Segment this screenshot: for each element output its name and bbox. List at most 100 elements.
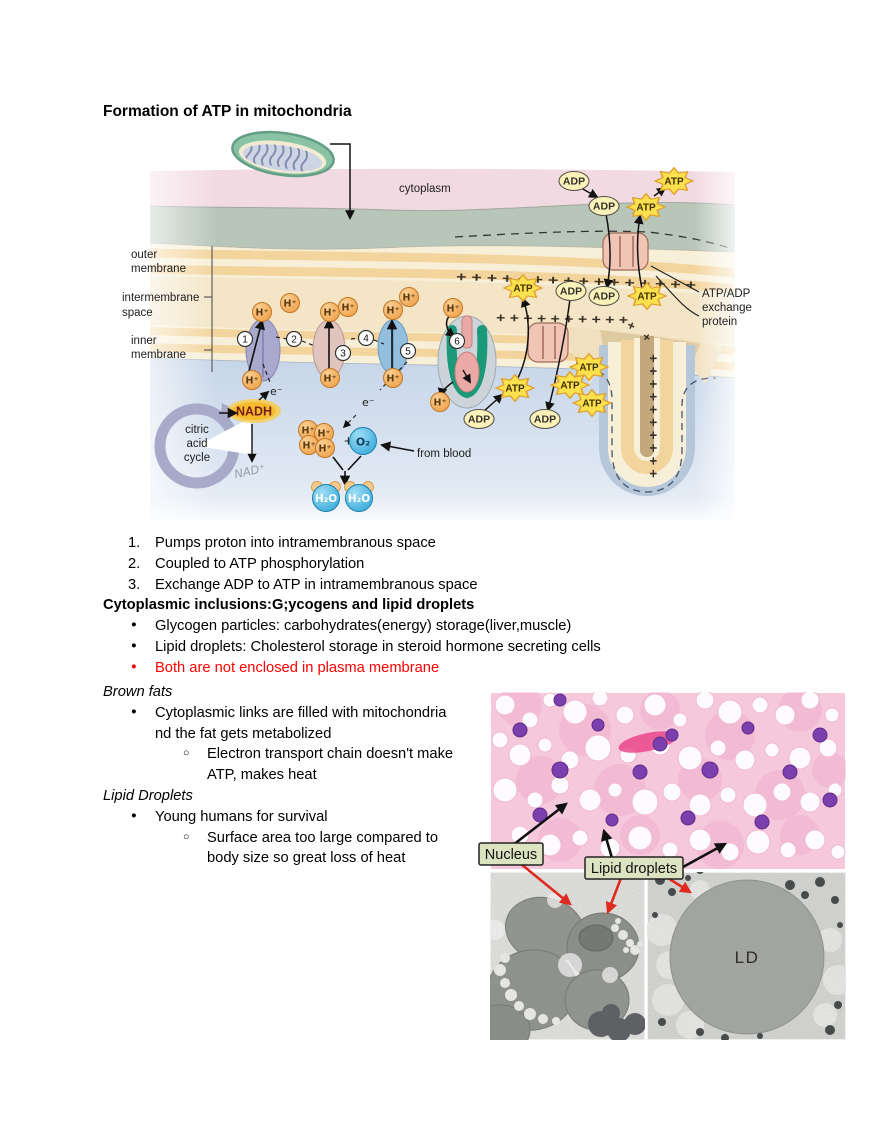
outer-membrane-label2: membrane: [131, 263, 186, 275]
atp-mitochondria-diagram: outer membrane intermembrane space inner…: [115, 130, 752, 542]
bullet-text-red: Both are not enclosed in plasma membrane: [155, 659, 440, 676]
bullet-icon: ●: [131, 639, 137, 651]
page-title: Formation of ATP in mitochondria: [103, 103, 352, 120]
h-plus-ion: H⁺: [383, 368, 403, 388]
right-fade: [694, 160, 746, 542]
h-plus-ion: H⁺: [315, 438, 335, 458]
electron-label: e⁻: [362, 396, 375, 409]
bullet-icon: ●: [131, 705, 137, 717]
complex-number-badges: 1 2 3 4 5 6: [236, 329, 466, 362]
svg-text:H⁺: H⁺: [387, 374, 400, 385]
h2o-molecule: H₂O: [311, 481, 341, 512]
svg-text:ATP: ATP: [579, 363, 599, 374]
numbered-item-1: 1. Pumps proton into intramembranous spa…: [103, 533, 703, 554]
svg-text:H⁺: H⁺: [434, 398, 447, 409]
h-plus-ion: H⁺: [242, 370, 262, 390]
exchange-protein-label2: exchange: [702, 302, 752, 314]
h-plus-ion: H⁺: [338, 297, 358, 317]
inclusions-header: Cytoplasmic inclusions:G;ycogens and lip…: [103, 597, 475, 614]
atp-token: ATP: [572, 389, 612, 417]
numbered-item-3: 3. Exchange ADP to ATP in intramembranou…: [103, 575, 703, 596]
svg-text:H⁺: H⁺: [246, 376, 259, 387]
nucleus-annotation-box: Nucleus: [478, 842, 544, 866]
svg-text:H⁺: H⁺: [303, 441, 316, 452]
complex-number-1: 1: [242, 335, 248, 346]
sub-bullet-electron-chain: ○ Electron transport chain doesn't make …: [103, 744, 455, 786]
citric-cycle-label2: acid: [186, 438, 207, 450]
bullet-icon: ●: [131, 619, 137, 631]
cytoplasm-label: cytoplasm: [399, 183, 451, 195]
adp-token: ADP: [588, 195, 620, 217]
sub-bullet-text: Surface area too large compared to body …: [207, 829, 439, 867]
h-plus-ion: H⁺: [320, 368, 340, 388]
proton-pump-arrows: [248, 317, 398, 372]
svg-text:H⁺: H⁺: [324, 308, 337, 319]
complex-number-3: 3: [340, 349, 346, 360]
nadh-label: NADH: [236, 405, 272, 419]
svg-text:ADP: ADP: [560, 286, 582, 298]
h-plus-ion: H⁺: [252, 302, 272, 322]
numbered-item-text: Pumps proton into intramembranous space: [155, 535, 436, 551]
svg-text:H⁺: H⁺: [403, 293, 416, 304]
electron-path: [262, 336, 408, 429]
h-plus-ion: H⁺: [430, 392, 450, 412]
complex-number-5: 5: [405, 347, 411, 358]
atp-tokens: ATP ATP ATP ATP ATP ATP ATP ATP: [495, 167, 694, 417]
inner-membrane-label: inner: [131, 335, 157, 347]
h-plus-ion: H⁺: [443, 298, 463, 318]
bullet-text: Cytoplasmic links are filled with mitoch…: [155, 704, 447, 742]
h-plus-ion: H⁺: [383, 300, 403, 320]
adp-token: ADP: [588, 285, 620, 307]
svg-text:ADP: ADP: [534, 414, 556, 426]
citric-cycle-label3: cycle: [184, 452, 210, 464]
bullet-item-lipid: ● Lipid droplets: Cholesterol storage in…: [103, 637, 703, 658]
nad-plus-label: NAD⁺: [233, 461, 267, 481]
exchange-protein-label3: protein: [702, 316, 737, 328]
list-number: 2.: [128, 555, 141, 572]
svg-text:ATP: ATP: [582, 399, 602, 410]
histology-nuclei: [512, 693, 838, 830]
charge-column-crista: + + + + + + + + + +: [646, 354, 661, 478]
histology-lipid-droplets: [491, 692, 846, 862]
svg-text:H⁺: H⁺: [324, 374, 337, 385]
nadh-group: NADH NAD⁺: [219, 390, 281, 481]
atp-token: ATP: [626, 193, 666, 221]
atp-token: ATP: [627, 282, 667, 310]
nucleus-label: Nucleus: [485, 847, 537, 863]
bullet-item-glycogen: ● Glycogen particles: carbohydrates(ener…: [103, 616, 703, 637]
svg-text:O₂: O₂: [356, 436, 370, 449]
sub-bullet-text: Electron transport chain doesn't make AT…: [207, 746, 454, 784]
svg-text:H⁺: H⁺: [256, 308, 269, 319]
em-image-right: LD: [646, 871, 847, 1041]
reaction-plus-sign: +: [344, 433, 353, 450]
complex-number-4: 4: [363, 334, 369, 345]
bullet-icon: ●: [131, 660, 137, 672]
exchange-protein-label: ATP/ADP: [702, 288, 751, 300]
svg-text:H⁺: H⁺: [318, 429, 331, 440]
atp-synthase: [437, 314, 497, 409]
electron-label: e⁻: [270, 385, 283, 398]
charge-row-lower: + + + + + + + + + +: [496, 310, 629, 327]
numbered-item-2: 2. Coupled to ATP phosphorylation: [103, 554, 703, 575]
matrix-dashed-boundary: [575, 362, 717, 493]
em-image-left: [489, 871, 646, 1041]
svg-text:ADP: ADP: [593, 201, 615, 213]
svg-text:H⁺: H⁺: [319, 444, 332, 455]
mitochondrion-illustration: [231, 130, 335, 178]
lipid-droplets-header: Lipid Droplets: [103, 787, 193, 804]
lipid-droplets-annotation-box: Lipid droplets: [584, 856, 684, 880]
sub-bullet-surface-area: ○ Surface area too large compared to bod…: [103, 828, 455, 870]
bullet-text: Lipid droplets: Cholesterol storage in s…: [155, 638, 601, 655]
intermembrane-space-label2: space: [122, 307, 153, 319]
histology-vessel-streak: [618, 731, 678, 753]
svg-text:ATP: ATP: [664, 177, 684, 188]
atp-token: ATP: [654, 167, 694, 195]
h-plus-ion: H⁺: [320, 302, 340, 322]
svg-text:H₂O: H₂O: [348, 493, 370, 505]
numbered-item-text: Exchange ADP to ATP in intramembranous s…: [155, 576, 478, 593]
figure-panels: LD Nucleus Lipid droplets: [478, 691, 847, 1041]
exchange-protein-leaders: [650, 265, 700, 317]
o2-molecule: O₂: [349, 427, 377, 455]
